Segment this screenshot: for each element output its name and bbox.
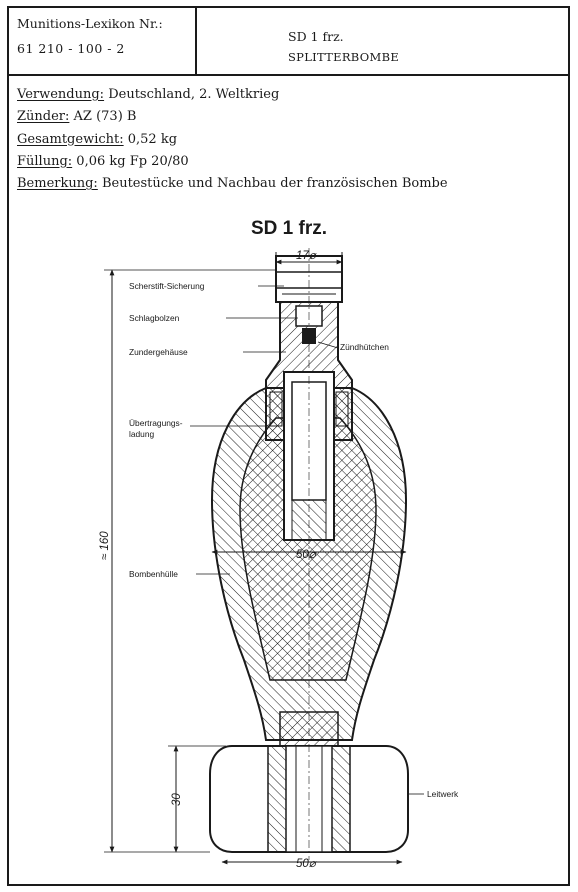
label-leitwerk: Leitwerk	[427, 789, 459, 799]
designation: SD 1 frz.	[288, 29, 344, 44]
row-verwendung: Verwendung: Deutschland, 2. Weltkrieg	[17, 84, 448, 106]
row-fuellung: Füllung: 0,06 kg Fp 20/80	[17, 151, 448, 173]
explosive-filling	[239, 417, 377, 681]
lexikon-number: 61 210 - 100 - 2	[17, 41, 125, 56]
data-sheet: Munitions-Lexikon Nr.: 61 210 - 100 - 2 …	[7, 6, 570, 886]
label-verwendung: Verwendung:	[17, 87, 105, 102]
header-box: Munitions-Lexikon Nr.: 61 210 - 100 - 2 …	[9, 8, 568, 76]
dim-tail-length: 30	[171, 793, 183, 806]
lexikon-label: Munitions-Lexikon Nr.:	[17, 16, 163, 31]
label-gewicht: Gesamtgewicht:	[17, 131, 124, 147]
value-gewicht: 0,52 kg	[127, 131, 178, 147]
label-uebertragung-1: Übertragungs-	[129, 418, 183, 428]
lexikon-cell: Munitions-Lexikon Nr.: 61 210 - 100 - 2	[9, 8, 197, 74]
value-fuellung: 0,06 kg Fp 20/80	[76, 153, 189, 169]
row-bemerkung: Bemerkung: Beutestücke und Nachbau der f…	[17, 173, 448, 195]
label-fuellung: Füllung:	[17, 153, 73, 169]
label-schlagbolzen: Schlagbolzen	[129, 313, 180, 323]
label-zuender: Zünder:	[17, 109, 70, 125]
dim-total-length: ≈ 160	[99, 531, 111, 560]
row-gewicht: Gesamtgewicht: 0,52 kg	[17, 129, 448, 151]
value-verwendung: Deutschland, 2. Weltkrieg	[108, 87, 280, 102]
dim-tail-diameter: 50⌀	[296, 858, 317, 870]
fuze-head	[275, 255, 343, 303]
label-bemerkung: Bemerkung:	[17, 176, 98, 192]
value-zuender: AZ (73) B	[73, 109, 137, 125]
label-zuendhuetchen: Zündhütchen	[340, 342, 389, 352]
dim-fuze-diameter: 17⌀	[296, 250, 317, 262]
drawing-title: SD 1 frz.	[250, 218, 328, 239]
label-uebertragung-2: ladung	[129, 429, 154, 439]
dim-body-diameter: 50⌀	[296, 549, 317, 561]
label-bombenhuelle: Bombenhülle	[129, 569, 178, 579]
label-zundergehaeuse: Zundergehäuse	[129, 347, 188, 357]
row-zuender: Zünder: AZ (73) B	[17, 106, 448, 128]
label-scherstift: Scherstift-Sicherung	[129, 281, 205, 291]
value-bemerkung: Beutestücke und Nachbau der französische…	[101, 176, 448, 192]
info-block: Verwendung: Deutschland, 2. Weltkrieg Zü…	[17, 84, 448, 195]
munition-type: SPLITTERBOMBE	[288, 50, 400, 64]
